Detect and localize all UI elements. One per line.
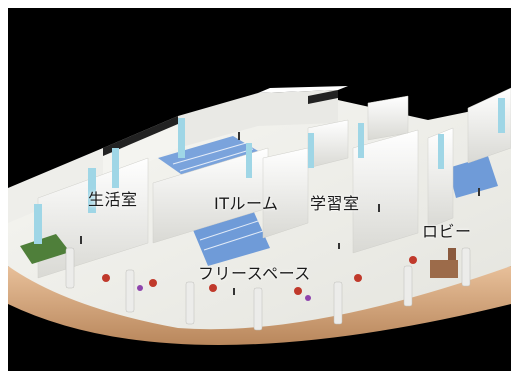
red-stool bbox=[102, 274, 110, 282]
model-drawing bbox=[8, 86, 511, 345]
upper-room-block bbox=[178, 90, 338, 148]
label-living-room: 生活室 bbox=[88, 190, 138, 209]
label-lobby: ロビー bbox=[422, 222, 472, 241]
figure bbox=[80, 236, 82, 244]
window-band bbox=[103, 116, 178, 156]
wall-study-right bbox=[352, 129, 419, 254]
wall-study-left bbox=[262, 147, 309, 239]
cyan-pillar bbox=[34, 204, 42, 244]
label-study-room: 学習室 bbox=[310, 194, 360, 213]
label-free-space: フリースペース bbox=[198, 264, 311, 283]
outer-wall-left bbox=[8, 148, 103, 223]
green-mat bbox=[20, 234, 70, 264]
front-column bbox=[65, 247, 75, 289]
wall-lobby bbox=[427, 127, 454, 229]
blue-floor-lobby bbox=[448, 156, 498, 198]
label-it-room: ITルーム bbox=[214, 194, 279, 213]
architectural-model-photo: 生活室 ITルーム 学習室 ロビー フリースペース bbox=[8, 8, 511, 371]
brown-rug bbox=[430, 260, 458, 278]
wooden-rim bbox=[8, 266, 511, 345]
